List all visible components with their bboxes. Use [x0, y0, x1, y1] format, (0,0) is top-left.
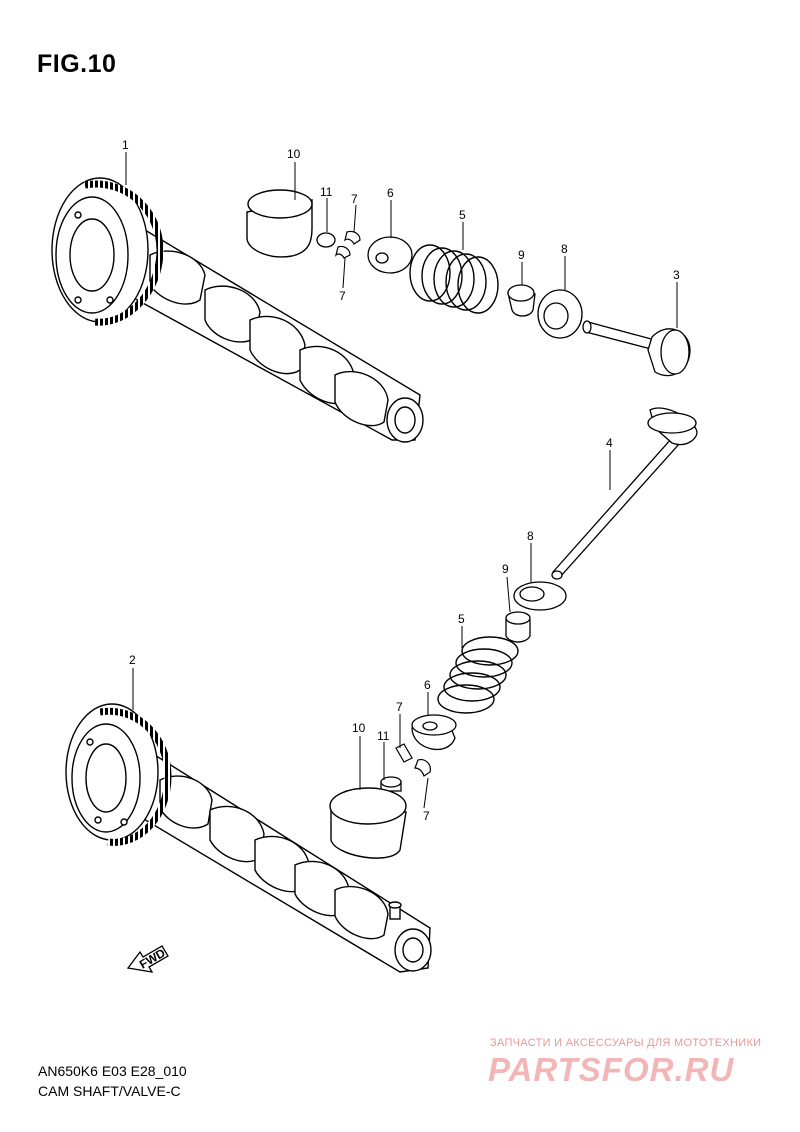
cotters-upper[interactable]	[334, 230, 361, 259]
callout-seat-upper: 8	[561, 242, 568, 256]
spring-lower[interactable]	[437, 636, 519, 714]
callout-shim-lower: 11	[377, 729, 390, 743]
callouts-upper: 1 10 11 7 7 6 5 9 8 3	[122, 138, 680, 303]
callout-tappet-upper: 10	[287, 147, 301, 161]
camshaft-upper[interactable]	[51, 177, 424, 443]
figure-title: FIG.10	[37, 50, 117, 78]
callout-shim-upper: 11	[320, 185, 333, 199]
callouts-lower: 4 8 9 5 6 7 11 7 10 2	[129, 436, 613, 823]
callout-cotter-lower-top: 7	[396, 700, 403, 714]
callout-tappet-lower: 10	[352, 721, 366, 735]
camshaft-lower[interactable]	[65, 703, 432, 973]
shim-upper[interactable]	[316, 232, 336, 248]
callout-camshaft-lower: 2	[129, 653, 136, 667]
valve-upper[interactable]	[582, 320, 691, 377]
retainer-lower[interactable]	[411, 714, 457, 750]
callout-camshaft-upper: 1	[122, 138, 129, 152]
valve-lower[interactable]	[551, 407, 698, 580]
seat-lower[interactable]	[513, 581, 567, 611]
fwd-arrow-icon: FWD	[126, 945, 169, 973]
callout-seat-lower: 8	[527, 529, 534, 543]
callout-valve-upper: 3	[673, 268, 680, 282]
watermark-logo: PARTSFOR.RU	[488, 1051, 735, 1088]
callout-cotter-lower-bottom: 7	[423, 809, 430, 823]
spring-upper[interactable]	[409, 244, 499, 314]
callout-seal-upper: 9	[518, 248, 525, 262]
watermark-tagline: ЗАПЧАСТИ И АКСЕССУАРЫ ДЛЯ МОТОТЕХНИКИ	[490, 1037, 762, 1049]
callout-cotter-upper-top: 7	[351, 192, 358, 206]
callout-retainer-lower: 6	[424, 678, 431, 692]
cotters-lower[interactable]	[395, 743, 431, 777]
tappet-lower[interactable]	[329, 787, 407, 859]
tappet-upper[interactable]	[246, 189, 313, 258]
callout-cotter-upper-bottom: 7	[339, 289, 346, 303]
retainer-upper[interactable]	[367, 236, 413, 274]
section-name: CAM SHAFT/VALVE-C	[38, 1083, 181, 1099]
seal-upper[interactable]	[507, 284, 536, 317]
callout-spring-upper: 5	[459, 208, 466, 222]
callout-valve-lower: 4	[606, 436, 613, 450]
callout-retainer-upper: 6	[387, 186, 394, 200]
callout-seal-lower: 9	[502, 562, 509, 576]
callout-spring-lower: 5	[458, 612, 465, 626]
seat-upper[interactable]	[537, 289, 583, 339]
model-code: AN650K6 E03 E28_010	[38, 1063, 187, 1079]
leader-lines	[125, 152, 678, 809]
seal-lower[interactable]	[505, 611, 531, 643]
shim-lower[interactable]	[380, 776, 402, 792]
